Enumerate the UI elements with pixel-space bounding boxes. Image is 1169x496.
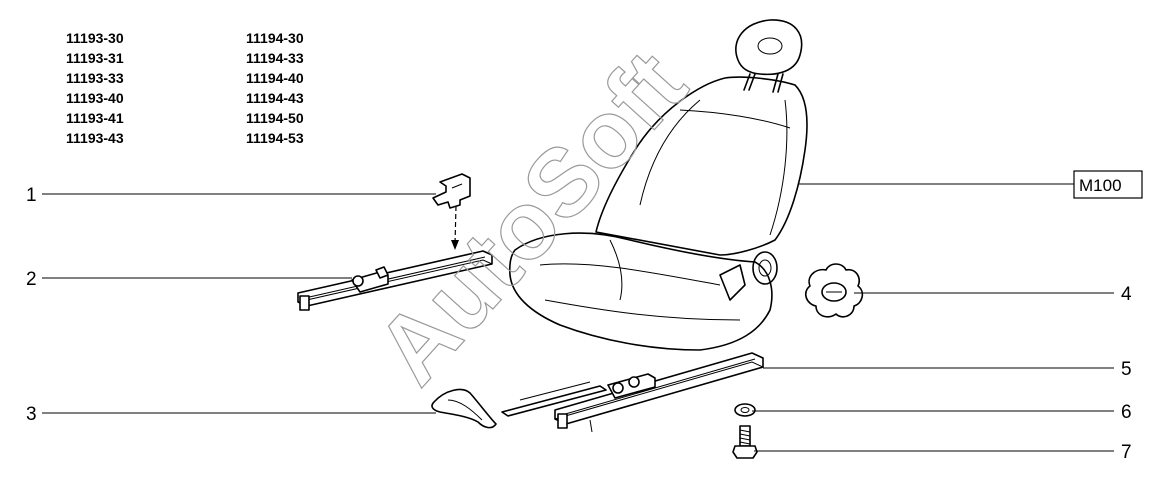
reference-box: M100 <box>1073 170 1143 199</box>
watermark: AutoSoft <box>356 31 707 404</box>
model-code: 11194-43 <box>246 90 304 106</box>
callout-7: 7 <box>1121 442 1132 463</box>
model-codes-right: 11194-30 11194-33 11194-40 11194-43 1119… <box>246 30 304 146</box>
callout-5: 5 <box>1121 359 1132 380</box>
part-7-bolt <box>732 425 758 459</box>
model-code: 11193-41 <box>66 110 124 126</box>
reference-label: M100 <box>1079 176 1122 195</box>
model-code: 11194-33 <box>246 50 304 66</box>
part-3-handle <box>431 388 497 429</box>
leader-lines <box>42 183 1114 452</box>
model-code: 11193-40 <box>66 90 124 106</box>
callout-4: 4 <box>1121 284 1132 305</box>
part-6-washer <box>734 403 756 417</box>
model-code: 11193-43 <box>66 130 124 146</box>
callout-numbers: 1 2 3 4 5 6 7 <box>26 185 1132 463</box>
model-code: 11193-33 <box>66 70 124 86</box>
model-code: 11193-31 <box>66 50 124 66</box>
model-code: 11194-53 <box>246 130 304 146</box>
model-codes-left: 11193-30 11193-31 11193-33 11193-40 1119… <box>66 30 124 146</box>
seat-illustration <box>508 19 808 351</box>
callout-6: 6 <box>1121 402 1132 423</box>
part-4-knob <box>804 263 864 318</box>
model-code: 11194-30 <box>246 30 304 46</box>
part-1-clip <box>432 173 471 250</box>
part-5-rail <box>501 352 764 433</box>
callout-2: 2 <box>26 269 37 290</box>
callout-3: 3 <box>26 404 37 425</box>
model-code: 11194-50 <box>246 110 304 126</box>
model-code: 11194-40 <box>246 70 304 86</box>
callout-1: 1 <box>26 185 37 206</box>
part-2-rail <box>297 250 493 311</box>
model-code: 11193-30 <box>66 30 124 46</box>
